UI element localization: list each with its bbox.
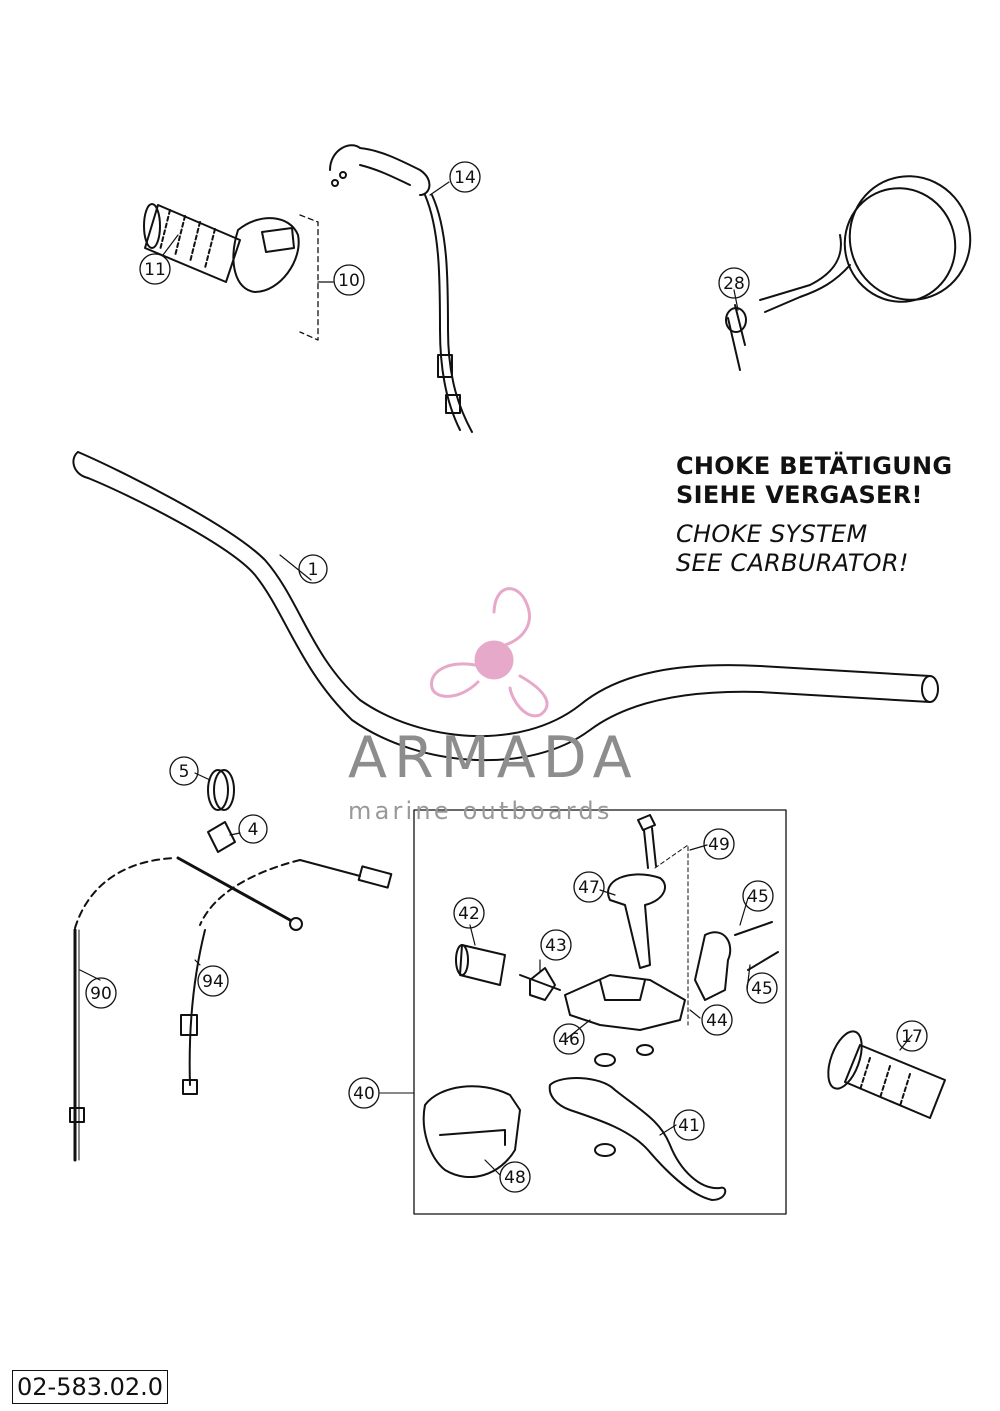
callout-11: 11 [139,253,171,285]
callout-28: 28 [718,267,750,299]
svg-text:1: 1 [308,560,319,580]
svg-text:48: 48 [504,1168,526,1188]
svg-text:40: 40 [353,1084,375,1104]
choke-note-german-line1: CHOKE BETÄTIGUNG [676,452,953,480]
watermark-subtitle: marine outboards [348,797,613,825]
svg-text:14: 14 [454,168,476,188]
callout-44: 44 [701,1004,733,1036]
svg-text:49: 49 [708,835,730,855]
svg-text:45: 45 [751,979,773,999]
callout-90: 90 [85,977,117,1009]
callout-46: 46 [553,1023,585,1055]
callout-5: 5 [169,756,199,786]
svg-text:94: 94 [202,972,224,992]
callout-17: 17 [896,1020,928,1052]
callout-94: 94 [197,965,229,997]
callout-40: 40 [348,1077,380,1109]
callout-10: 10 [333,264,365,296]
leader-lines [79,181,913,1176]
svg-text:43: 43 [545,936,567,956]
svg-text:4: 4 [248,820,259,840]
svg-text:5: 5 [179,762,190,782]
choke-note-german-line2: SIEHE VERGASER! [676,481,923,509]
svg-text:17: 17 [901,1027,923,1047]
svg-text:42: 42 [458,904,480,924]
svg-text:44: 44 [706,1011,728,1031]
mirror [725,175,972,371]
clutch-assembly [422,814,779,1201]
svg-text:10: 10 [338,271,360,291]
svg-text:11: 11 [144,260,166,280]
callout-42: 42 [453,897,485,929]
throttle-grip [143,203,319,341]
throttle-cable [329,144,473,433]
choke-note-german: CHOKE BETÄTIGUNG SIEHE VERGASER! [676,452,952,510]
callout-14: 14 [449,161,481,193]
clamp [207,769,236,853]
svg-text:41: 41 [678,1116,700,1136]
cables [69,856,393,1162]
choke-note-english-line2: SEE CARBURATOR! [676,549,909,577]
callout-47: 47 [573,871,605,903]
callout-48: 48 [499,1161,531,1193]
choke-note-english: CHOKE SYSTEM SEE CARBURATOR! [676,520,909,578]
diagram-code: 02-583.02.0 [12,1370,169,1404]
handlebar [72,451,939,762]
callout-41: 41 [673,1109,705,1141]
svg-text:28: 28 [723,274,745,294]
svg-text:90: 90 [90,984,112,1004]
choke-note-english-line1: CHOKE SYSTEM [676,520,868,548]
assembly-frame [413,809,787,1215]
callout-45-top: 45 [742,880,774,912]
watermark-logo-icon [430,587,549,718]
left-grip [827,1030,946,1119]
watermark-title: ARMADA [348,725,639,791]
svg-text:46: 46 [558,1030,580,1050]
svg-text:47: 47 [578,878,600,898]
callout-45-bottom: 45 [746,972,778,1004]
callout-4: 4 [238,814,268,844]
svg-text:45: 45 [747,887,769,907]
callout-1: 1 [298,554,328,584]
callout-43: 43 [540,929,572,961]
callouts: 1 4 5 10 11 14 17 28 40 41 42 43 44 45 4… [85,161,928,1193]
callout-49: 49 [703,828,735,860]
